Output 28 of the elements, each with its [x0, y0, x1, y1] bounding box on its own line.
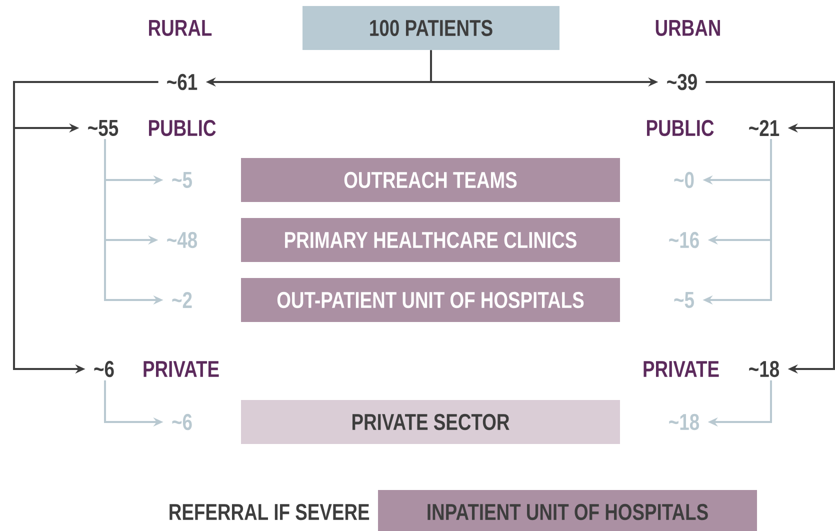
count-label: ~21 [749, 120, 780, 136]
category-box: PRIMARY HEALTHCARE CLINICS [241, 218, 620, 262]
count-label: ~5 [674, 292, 694, 308]
count-label: ~18 [749, 360, 780, 378]
region-label: RURAL [149, 20, 212, 36]
region-label: URBAN [656, 20, 720, 36]
arrow [706, 81, 835, 374]
sector-label: PRIVATE [644, 361, 719, 377]
category-box: INPATIENT UNIT OF HOSPITALS [378, 490, 757, 531]
title-box: 100 PATIENTS [302, 6, 560, 50]
category-box: PRIVATE SECTOR [241, 400, 620, 444]
count-label: ~18 [669, 414, 700, 430]
count-label: ~0 [674, 172, 694, 188]
count-label: ~6 [172, 414, 192, 430]
count-label: ~2 [172, 292, 192, 308]
count-label: ~16 [669, 232, 699, 248]
category-box: OUTREACH TEAMS [241, 158, 620, 202]
count-label: ~61 [167, 74, 198, 90]
sector-label: PUBLIC [148, 120, 216, 136]
category-box: OUT-PATIENT UNIT OF HOSPITALS [241, 278, 620, 322]
count-label: ~5 [172, 172, 192, 188]
sector-label: PUBLIC [646, 120, 714, 136]
count-label: ~6 [94, 360, 114, 378]
sector-label: PRIVATE [144, 361, 219, 377]
count-label: ~48 [167, 232, 198, 248]
count-label: ~55 [88, 120, 118, 136]
count-label: ~39 [667, 74, 697, 90]
note-text: REFERRAL IF SEVERE [170, 504, 370, 520]
